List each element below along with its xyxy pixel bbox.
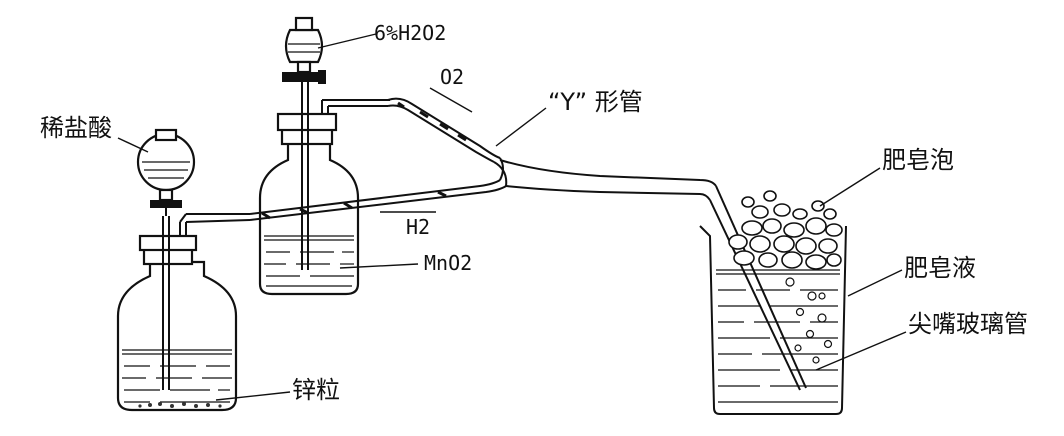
mno2-label: MnO2: [424, 251, 472, 275]
soap-liquid: [716, 269, 840, 403]
foam-bubbles: [728, 190, 843, 270]
zinc-granules: [138, 402, 222, 408]
hcl-funnel: [136, 128, 196, 216]
soap-solution-label: 肥皂液: [904, 254, 976, 282]
h2o2-funnel: [282, 16, 326, 84]
y-tube-label: “Y” 形管: [548, 88, 643, 116]
h2-arm-hatch: [261, 190, 447, 220]
leader-lines: [117, 33, 907, 401]
o2-label: O2: [440, 65, 464, 89]
h2o2-label: 6%H2O2: [374, 21, 446, 45]
zinc-label: 锌粒: [292, 376, 340, 404]
hcl-label: 稀盐酸: [40, 114, 112, 142]
mno2-bottle: [258, 16, 390, 296]
zinc-bottle: [116, 128, 251, 412]
h2-label: H2: [406, 215, 430, 239]
o2-arm-hatch: [397, 101, 467, 142]
foam-label: 肥皂泡: [882, 146, 954, 174]
zinc-bottle-liquid: [122, 349, 232, 403]
beaker: [699, 190, 847, 415]
liquid-bubbles: [785, 277, 833, 364]
y-tube: [249, 97, 807, 391]
nozzle-tube-label: 尖嘴玻璃管: [908, 310, 1028, 338]
